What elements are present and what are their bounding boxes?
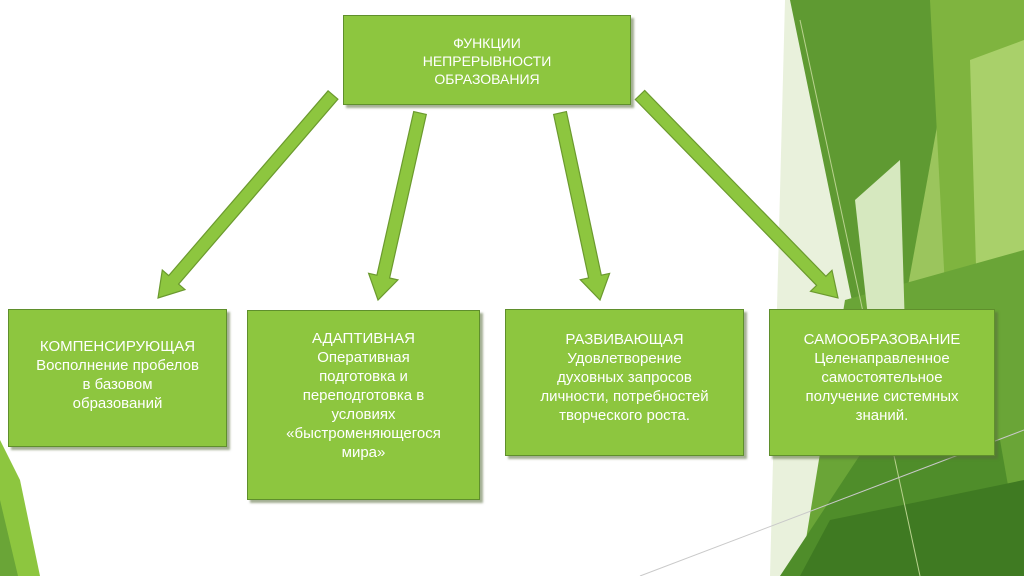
arrow-to-compensating	[157, 89, 339, 299]
node-self-education: САМООБРАЗОВАНИЕ Целенаправленное самосто…	[769, 309, 995, 456]
node-title: АДАПТИВНАЯ	[312, 330, 415, 347]
node-title: РАЗВИВАЮЩАЯ	[565, 331, 684, 348]
root-node: ФУНКЦИИ НЕПРЕРЫВНОСТИ ОБРАЗОВАНИЯ	[343, 15, 631, 105]
arrow-to-self-education	[634, 89, 839, 299]
node-description: Оперативная подготовка и переподготовка …	[286, 349, 441, 461]
node-description: Восполнение пробелов в базовом образован…	[36, 357, 199, 412]
node-developing: РАЗВИВАЮЩАЯ Удовлетворение духовных запр…	[505, 309, 744, 456]
arrow-to-developing	[552, 110, 611, 302]
decor-shape	[0, 500, 18, 576]
decor-shape	[790, 0, 960, 340]
node-description: Целенаправленное самостоятельное получен…	[805, 350, 959, 424]
node-title: КОМПЕНСИРУЮЩАЯ	[39, 338, 196, 355]
node-title: САМООБРАЗОВАНИЕ	[803, 331, 961, 348]
node-adaptive: АДАПТИВНАЯ Оперативная подготовка и пере…	[247, 310, 480, 500]
decor-shape	[800, 480, 1024, 576]
root-node-label: ФУНКЦИИ НЕПРЕРЫВНОСТИ ОБРАЗОВАНИЯ	[422, 35, 552, 87]
decor-shape	[0, 440, 40, 576]
arrow-to-adaptive	[367, 110, 428, 302]
decor-shape	[855, 160, 905, 335]
node-compensating: КОМПЕНСИРУЮЩАЯ Восполнение пробелов в ба…	[8, 309, 227, 447]
decor-line	[799, 19, 921, 576]
node-description: Удовлетворение духовных запросов личност…	[540, 350, 709, 424]
